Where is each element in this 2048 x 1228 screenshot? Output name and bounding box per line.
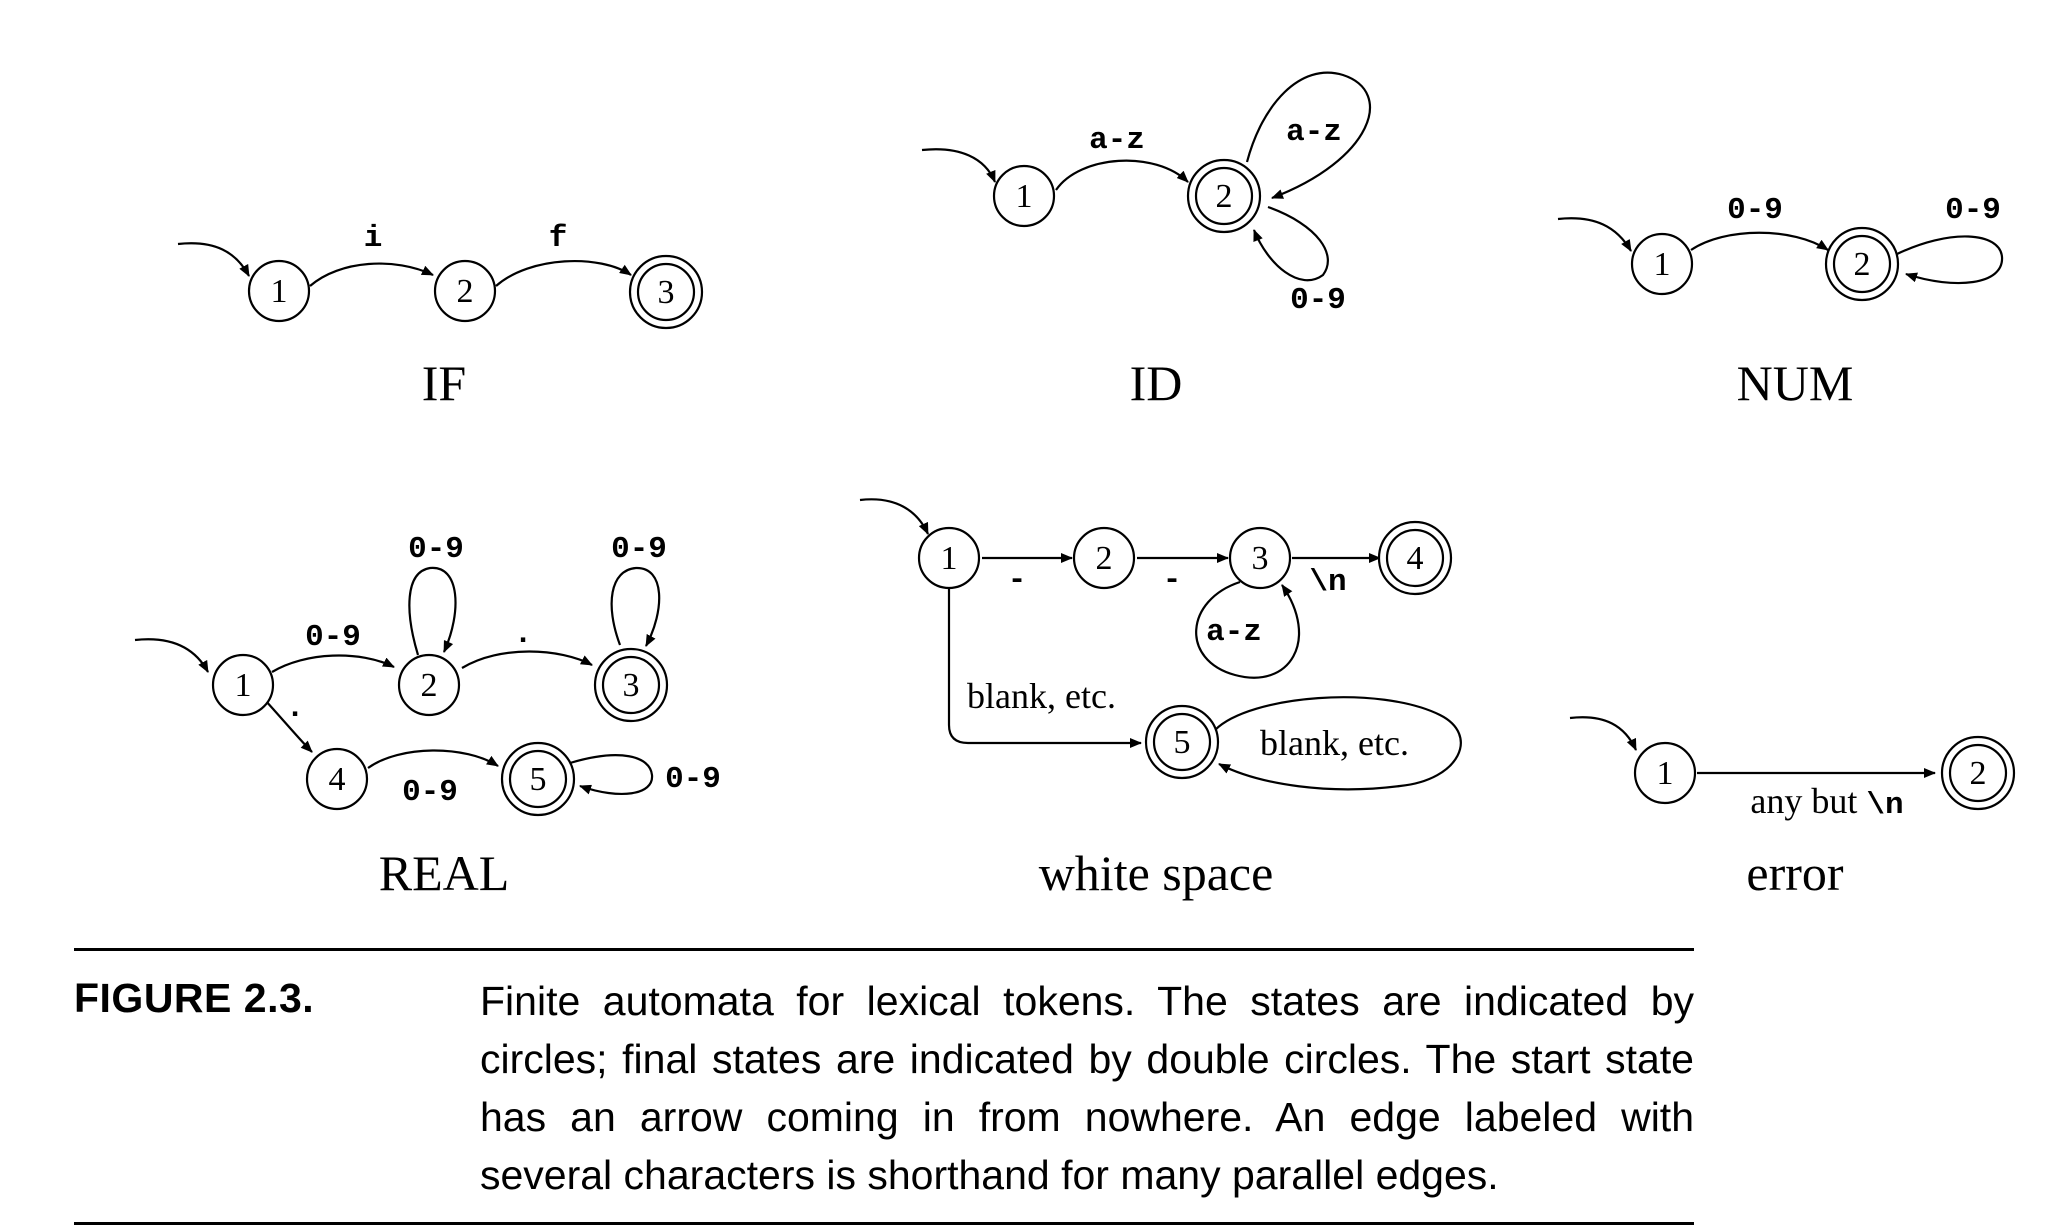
state-ws-5-final: 5 [1144,704,1220,780]
state-error-2-final: 2 [1940,735,2016,811]
state-ws-3: 3 [1228,526,1292,590]
state-real-5-final: 5 [500,741,576,817]
edge-label: . [286,691,305,726]
edge-label: f [549,221,568,256]
edge-label: . [514,617,533,652]
edge-label: a-z [1089,123,1145,158]
edge-id-1-2 [1055,159,1189,191]
edge-label: 0-9 [408,532,464,567]
automaton-title: IF [422,355,466,411]
edge-label: 0-9 [611,532,667,567]
start-arrow [134,638,209,673]
edge-ws-3-3 [1195,580,1301,679]
state-error-1: 1 [1633,741,1697,805]
automaton-num: 0-9 0-9 1 2 NUM [1557,193,2004,411]
start-arrow [1557,217,1632,252]
svg-text:2: 2 [457,273,474,310]
start-arrow [177,242,250,277]
state-if-1: 1 [247,259,311,323]
svg-text:3: 3 [658,274,675,311]
svg-text:4: 4 [1407,540,1424,577]
automaton-white-space: - - a-z \n blank, etc. blank, etc. 1 2 3… [859,498,1462,901]
figure-label: FIGURE 2.3. [74,975,315,1021]
svg-text:3: 3 [623,667,640,704]
state-id-2-final: 2 [1186,158,1262,234]
start-arrow [921,148,997,183]
state-num-2-final: 2 [1824,226,1900,302]
edge-id-2-2-09 [1252,205,1329,282]
edge-label: 0-9 [1727,193,1783,228]
edge-real-2-3 [461,650,593,669]
edge-label: any but \n [1750,781,1903,823]
edge-real-5-5 [569,754,654,796]
state-ws-2: 2 [1072,526,1136,590]
state-id-1: 1 [992,164,1056,228]
edge-real-1-4 [264,699,313,753]
state-real-4: 4 [305,747,369,811]
edge-num-2-2 [1894,235,2004,285]
start-arrow [859,498,929,535]
svg-text:2: 2 [1216,178,1233,215]
edge-ws-5-5 [1214,696,1462,791]
edge-label: 0-9 [665,762,721,797]
edge-label: i [364,221,383,256]
automaton-title: NUM [1737,355,1854,411]
automaton-if: i f 1 2 3 IF [177,221,704,411]
automaton-real: 0-9 0-9 . 0-9 . 0-9 0-9 1 2 3 4 5 REAL [134,532,721,901]
start-arrow [1569,716,1637,751]
svg-text:5: 5 [530,761,547,798]
svg-text:1: 1 [271,273,288,310]
svg-text:5: 5 [1174,724,1191,761]
edge-label: 0-9 [1945,193,2001,228]
edge-num-1-2 [1690,231,1829,251]
svg-text:2: 2 [1096,540,1113,577]
automaton-title: ID [1130,355,1183,411]
automaton-error: any but \n 1 2 error [1569,716,2016,901]
svg-text:1: 1 [941,540,958,577]
svg-text:2: 2 [421,667,438,704]
edge-real-3-3 [610,566,661,647]
edge-label: \n [1309,565,1346,600]
edge-label: 0-9 [305,620,361,655]
edge-ws-1-5 [947,588,1142,748]
state-real-2: 2 [397,653,461,717]
edge-label: - [1163,563,1182,598]
state-num-1: 1 [1630,232,1694,296]
automaton-title: error [1746,845,1843,901]
svg-text:2: 2 [1970,755,1987,792]
caption-bottom-rule [74,1222,1694,1225]
svg-text:2: 2 [1854,246,1871,283]
state-real-3-final: 3 [593,647,669,723]
edge-real-4-5 [367,749,499,769]
figure-caption: Finite automata for lexical tokens. The … [480,978,1694,1198]
edge-label: - [1008,563,1027,598]
state-real-1: 1 [211,653,275,717]
edge-id-2-2-az [1245,71,1371,200]
edge-label: 0-9 [402,775,458,810]
svg-text:1: 1 [1657,755,1674,792]
edge-if-2-3 [495,260,632,287]
edge-if-1-2 [309,262,434,287]
caption-top-rule [74,948,1694,951]
svg-text:1: 1 [1654,246,1671,283]
state-if-3-final: 3 [628,254,704,330]
edge-label: a-z [1286,115,1342,150]
svg-text:1: 1 [235,667,252,704]
edge-real-2-2 [408,566,457,656]
state-if-2: 2 [433,259,497,323]
svg-text:1: 1 [1016,178,1033,215]
automaton-title: white space [1039,845,1274,901]
edge-label: a-z [1206,615,1262,650]
svg-text:4: 4 [329,761,346,798]
state-ws-4-final: 4 [1377,520,1453,596]
svg-text:3: 3 [1252,540,1269,577]
state-ws-1: 1 [917,526,981,590]
automaton-id: a-z a-z 0-9 1 2 ID [921,71,1371,411]
edge-label: blank, etc. [1260,723,1409,763]
edge-real-1-2 [271,654,395,673]
automaton-title: REAL [379,845,510,901]
edge-label: blank, etc. [967,676,1116,716]
edge-label: 0-9 [1290,283,1346,318]
